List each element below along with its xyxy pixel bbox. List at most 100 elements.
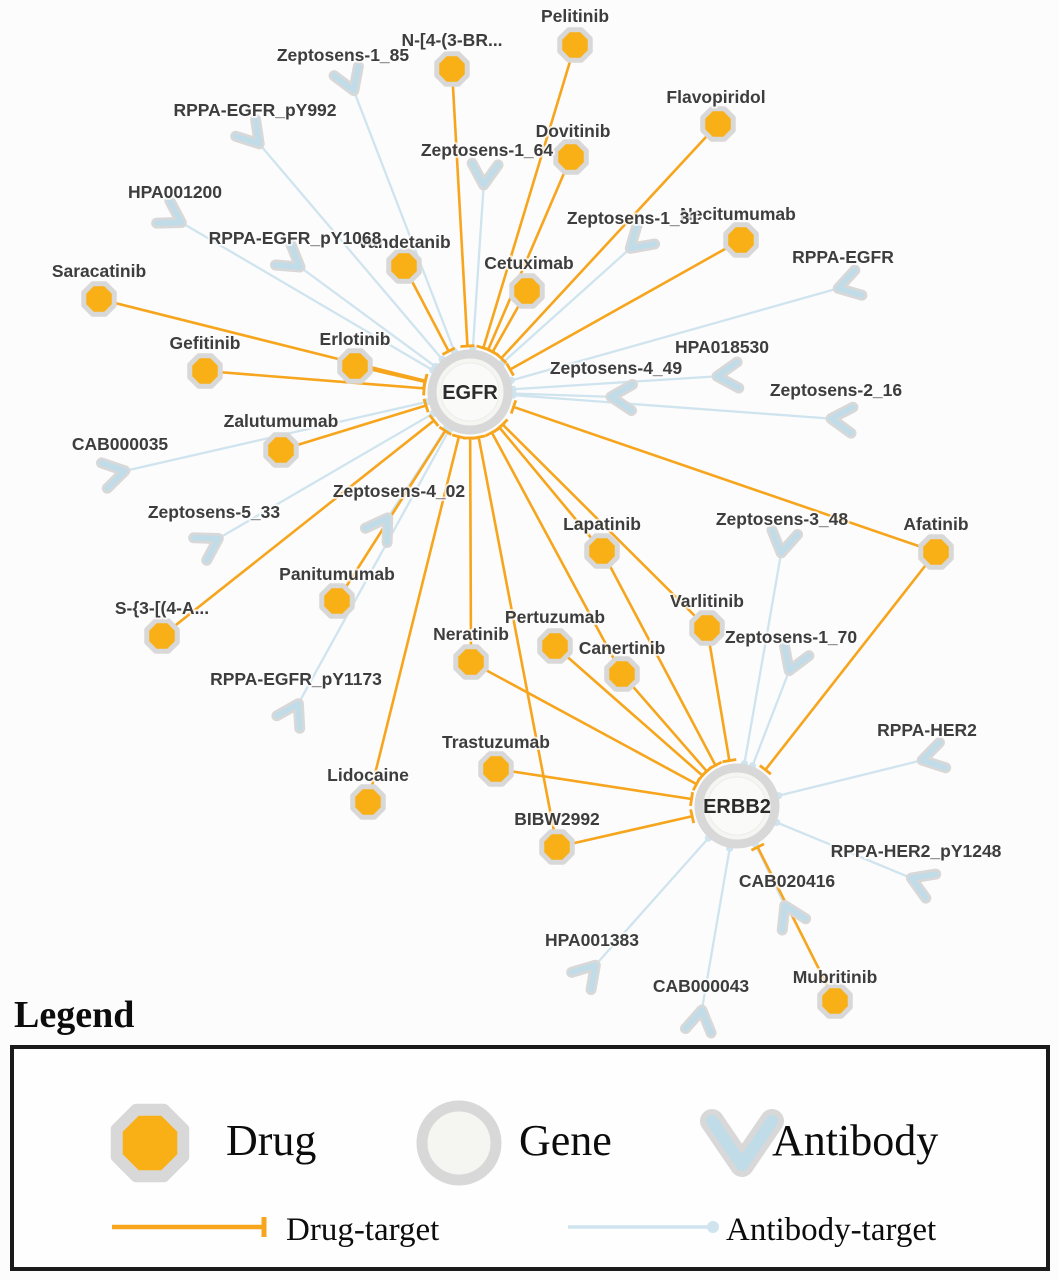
drug-target-edge: [486, 156, 573, 351]
drug-edge-tbar: [700, 765, 713, 777]
antibody-target-edge: [213, 412, 434, 542]
antibody-label: HPA018530: [675, 337, 769, 357]
antibody-node: [679, 1004, 717, 1039]
antibody-node: [624, 219, 661, 254]
antibody-node: [269, 238, 306, 273]
antibody-target-edge: [699, 848, 731, 1016]
drug-label: Canertinib: [579, 638, 666, 658]
drug-edge-tbar: [422, 374, 429, 389]
antibody-node: [466, 157, 504, 191]
antibody-legend-icon: [700, 1109, 784, 1177]
drug-node: [337, 348, 373, 384]
antibody-label: Zeptosens-1_31: [567, 208, 700, 228]
drug-node: [537, 628, 573, 664]
antibody-target-edge: [512, 392, 617, 399]
drug-target-edge: [366, 436, 461, 803]
antibody-label: CAB000035: [72, 434, 169, 454]
antibody-target-edge: [176, 219, 434, 372]
drug-edge-tbar: [485, 347, 500, 357]
antibody-node: [96, 457, 131, 494]
antibody-target-edge: [350, 85, 456, 353]
antibody-label: Zeptosens-3_48: [716, 509, 849, 529]
drug-edge-tbar: [441, 346, 456, 356]
drug-label: Trastuzumab: [442, 732, 550, 752]
legend-antibody-target-label: Antibody-target: [726, 1212, 937, 1248]
antibody-node: [776, 899, 812, 936]
antibody-target-edge: [512, 374, 723, 391]
antibody-target-edge: [511, 285, 844, 382]
drug-edge-tbar: [750, 842, 765, 852]
drug-target-edge: [280, 404, 427, 452]
drug-edge-tbar: [689, 791, 694, 807]
drug-edge-tbar: [722, 758, 737, 764]
drug-target-edge: [490, 431, 624, 675]
antibody-label: Zeptosens-1_70: [725, 627, 858, 647]
gene-legend-icon: [416, 1100, 502, 1186]
drug-edge-tbar: [471, 434, 486, 440]
antibody-label: CAB020416: [739, 871, 836, 891]
drug-target-edge: [468, 437, 473, 663]
antibody-node: [779, 640, 815, 677]
drug-legend-icon: [110, 1103, 190, 1183]
drug-label: Lapatinib: [563, 514, 641, 534]
drug-label: Pertuzumab: [505, 607, 605, 627]
antibody-node: [766, 524, 804, 559]
drug-target-edge: [477, 436, 559, 848]
legend-drug-label: Drug: [226, 1116, 317, 1165]
drug-edge-tbar: [758, 764, 772, 776]
drug-edge-tbar: [460, 344, 475, 348]
network-diagram: EGFRERBB2PelitinibN-[4-(3-BR...Flavopiri…: [50, 4, 1004, 1039]
drug-node: [700, 106, 736, 142]
drug-label: Lidocaine: [327, 765, 409, 785]
antibody-label: Zeptosens-1_64: [421, 140, 554, 160]
antibody-node: [271, 698, 306, 734]
edges-layer: [98, 44, 938, 1016]
antibody-node: [605, 379, 638, 417]
drug-label: Flavopiridol: [666, 87, 765, 107]
drug-node: [350, 784, 386, 820]
antibody-target-edge: [501, 244, 635, 365]
drug-target-edge: [705, 627, 731, 761]
drug-label: Vandetanib: [357, 232, 450, 252]
drug-node: [918, 534, 954, 570]
drug-target-edge: [554, 645, 704, 777]
drug-node: [817, 983, 853, 1019]
gene-node: EGFR: [427, 349, 513, 435]
antibody-label: Zeptosens-4_49: [550, 358, 683, 378]
drug-node: [539, 829, 575, 865]
antibody-label: RPPA-EGFR_pY992: [173, 100, 336, 120]
drug-node: [557, 27, 593, 63]
drug-target-edge: [482, 44, 577, 349]
antibody-label: HPA001200: [128, 182, 222, 202]
antibody-label: CAB000043: [653, 976, 750, 996]
drug-edge-tbar: [438, 425, 452, 436]
drug-label: Zalutumumab: [224, 411, 339, 431]
drug-edge-tbar: [428, 414, 440, 427]
drug-edge-tbar: [422, 398, 430, 413]
drug-target-edge: [556, 814, 693, 849]
drug-target-edge: [495, 767, 692, 801]
antibody-node: [151, 195, 187, 229]
drug-edge-tbar: [484, 427, 499, 438]
antibody-target-edge: [776, 821, 917, 882]
drug-label: Cetuximab: [484, 253, 573, 273]
drug-label: Neratinib: [433, 624, 509, 644]
drug-node: [319, 583, 355, 619]
drug-target-edge: [600, 550, 717, 766]
drug-node: [509, 273, 545, 309]
drug-node: [478, 751, 514, 787]
gene-node: ERBB2: [694, 763, 780, 849]
drug-node: [434, 51, 470, 87]
antibody-target-edge: [255, 139, 444, 360]
antibody-target-line-icon: [568, 1221, 719, 1233]
drug-node: [723, 222, 759, 258]
antibody-label: RPPA-EGFR: [792, 247, 894, 267]
drug-edge-tbar: [691, 777, 702, 791]
drug-label: Varlitinib: [670, 591, 744, 611]
antibody-label: Zeptosens-1_85: [277, 45, 410, 65]
antibody-node: [711, 356, 745, 394]
drug-target-edge: [764, 551, 938, 771]
antibody-target-edge: [294, 429, 451, 709]
drug-edge-tbar: [509, 399, 518, 415]
antibody-target-edge: [743, 547, 784, 764]
